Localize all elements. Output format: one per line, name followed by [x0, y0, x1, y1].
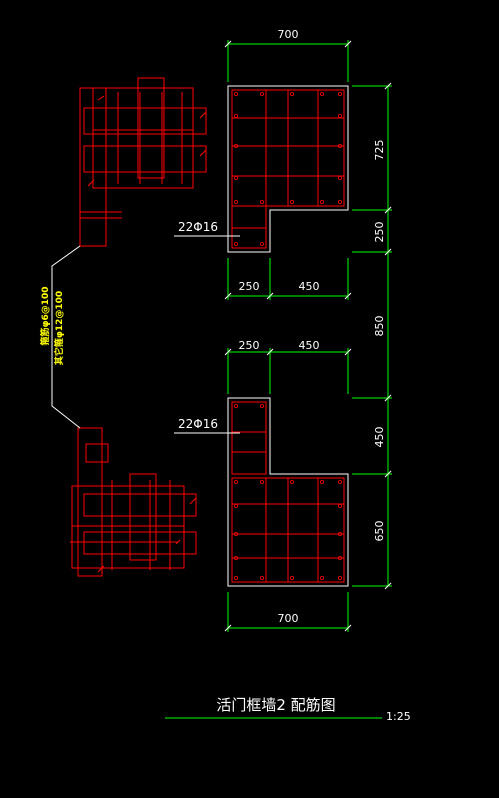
dim-bot-top-2: 450 — [299, 339, 320, 352]
dim-bot-top-1: 250 — [239, 339, 260, 352]
top-section-outline — [227, 85, 349, 253]
top-section-bars — [233, 92, 342, 246]
drawing-scale: 1:25 — [386, 710, 411, 723]
top-section: 22Φ16 — [174, 85, 349, 253]
dim-top-right-1: 725 — [373, 140, 386, 161]
rebar-label-bottom: 22Φ16 — [178, 417, 218, 431]
bottom-section: 22Φ16 — [174, 397, 349, 587]
bottom-section-rebar — [231, 401, 345, 583]
section-link-line — [51, 245, 81, 429]
bottom-section-outline — [227, 397, 349, 587]
top-section-rebar — [231, 89, 345, 249]
other-stirrup-note: 其它箍φ12@100 — [53, 291, 65, 365]
rebar-label-top: 22Φ16 — [178, 220, 218, 234]
elevation-bottom — [70, 427, 197, 577]
dim-bot-right-2: 650 — [373, 521, 386, 542]
drawing-title: 活门框墙2 配筋图 — [216, 696, 335, 714]
dim-bot-width: 700 — [278, 612, 299, 625]
dimension-lines — [165, 40, 392, 719]
dim-top-bottom-2: 450 — [299, 280, 320, 293]
bottom-section-bars — [233, 403, 342, 581]
dim-top-bottom-1: 250 — [239, 280, 260, 293]
dim-bot-right-1: 450 — [373, 427, 386, 448]
elevation-top — [79, 77, 207, 247]
dim-top-width: 700 — [278, 28, 299, 41]
dimension-ticks — [224, 40, 392, 632]
stirrup-note: 箍筋φ6@100 — [39, 286, 51, 346]
dim-middle: 850 — [373, 316, 386, 337]
dim-top-right-2: 250 — [373, 222, 386, 243]
